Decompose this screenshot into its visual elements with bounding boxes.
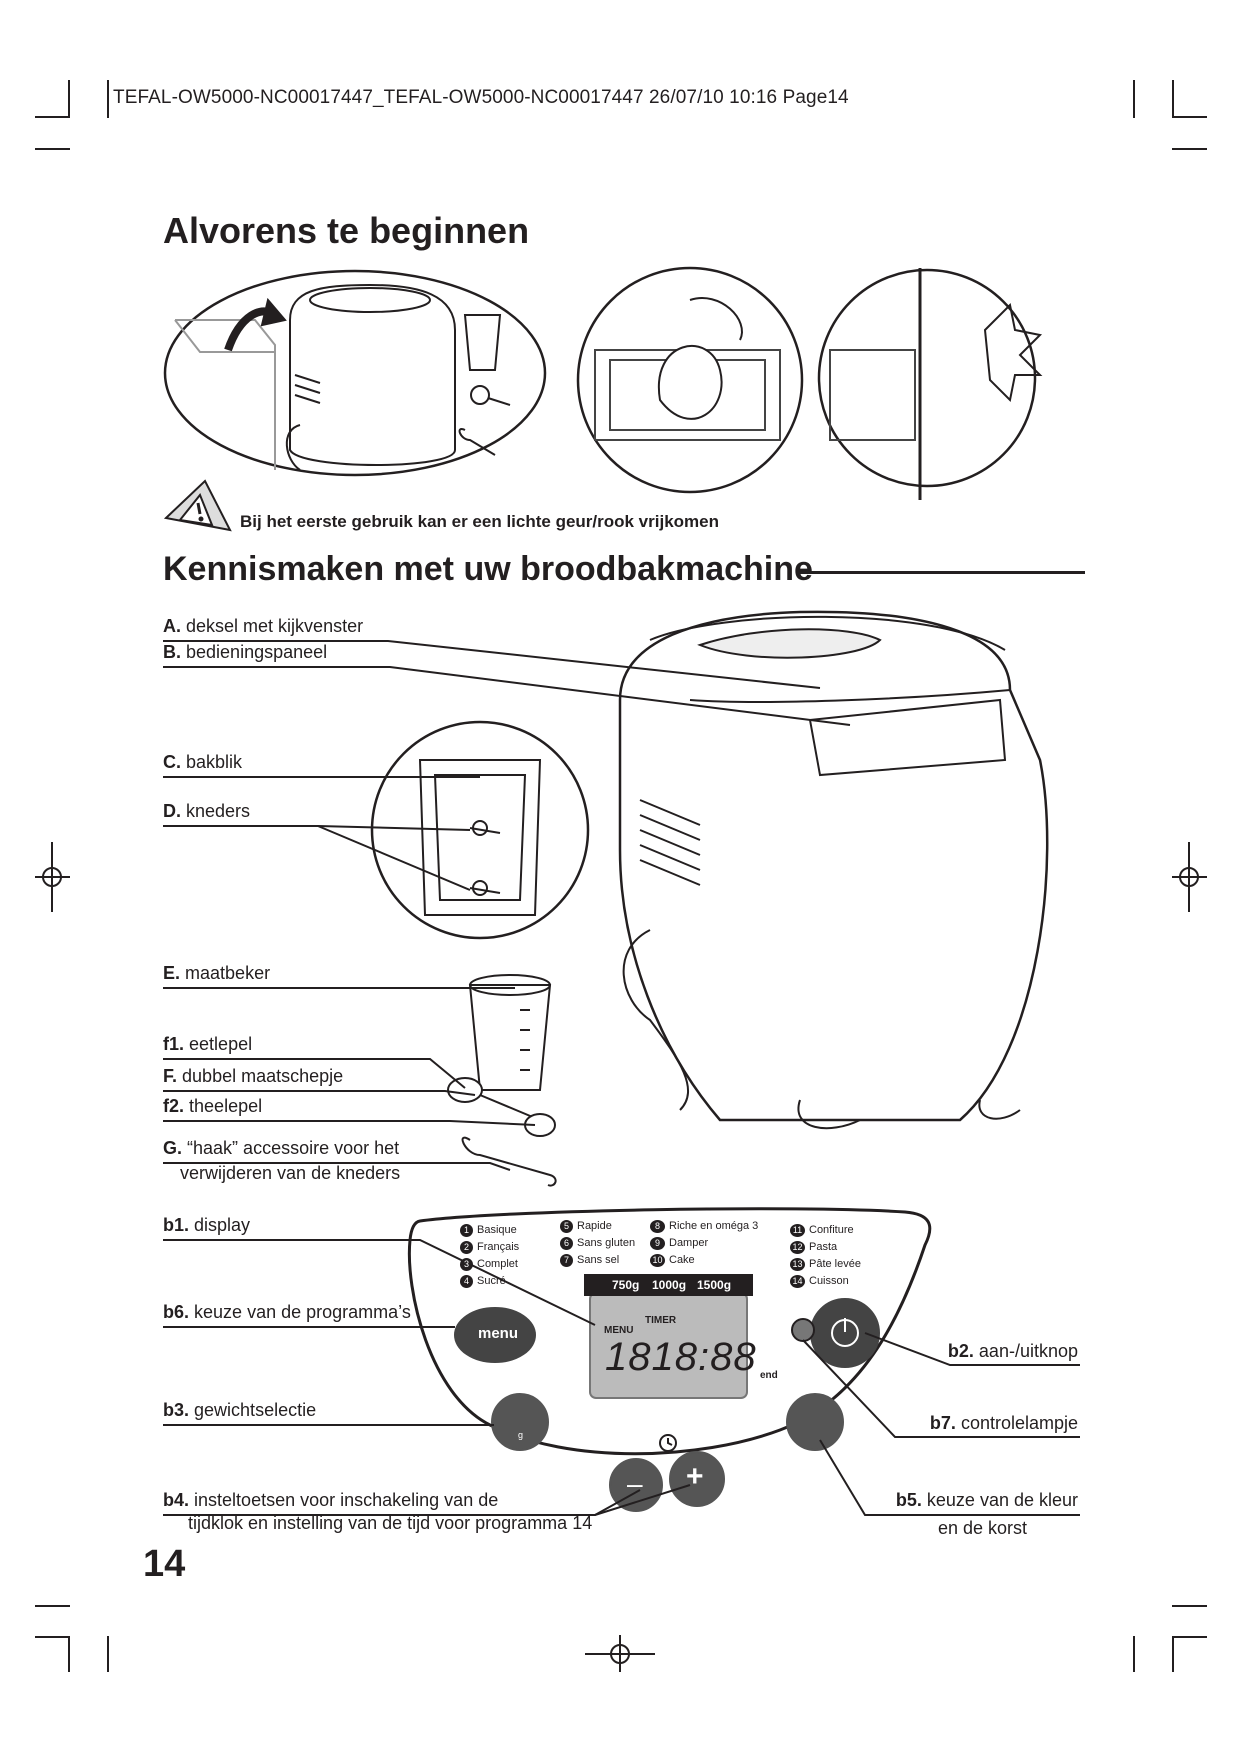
wash-pan-illustration [576,266,804,494]
plus-button-shape [669,1451,725,1507]
weight-1000: 1000g [652,1278,687,1292]
measuring-spoon-illustration [447,1077,556,1137]
lcd-digits: 1818:88 [605,1335,757,1379]
registration-mark-left [35,842,70,912]
weight-750: 750g [612,1278,640,1292]
weight-bar [584,1274,753,1296]
unboxing-illustration [163,269,547,477]
section-title-get-to-know: Kennismaken met uw broodbakmachine [163,550,813,588]
bread-machine-illustration [618,610,1049,1130]
registration-mark-right [1172,842,1207,912]
title-rule [800,571,1085,574]
menu-display-label: MENU [604,1325,634,1336]
minus-button[interactable]: – [627,1468,643,1499]
indicator-lamp [791,1318,815,1342]
power-button-shape [810,1298,880,1368]
label-f2: f2. theelepel [163,1096,263,1116]
label-b7: b7. controlelampje [929,1413,1078,1433]
crop-mark [1172,148,1207,150]
label-F: F. dubbel maatschepje [163,1066,344,1086]
crop-mark [68,80,70,118]
crop-mark [1172,116,1207,118]
crust-button-shape [786,1393,844,1451]
crop-mark [35,1636,70,1638]
label-b2: b2. aan-/uitknop [947,1341,1078,1361]
section-title-before-start: Alvorens te beginnen [163,210,530,251]
label-B: B. bedieningspaneel [163,642,328,662]
registration-mark-bottom [585,1635,655,1672]
crop-mark [1133,1636,1135,1672]
label-G-line2: verwijderen van de kneders [180,1163,401,1183]
end-label: end [760,1370,778,1381]
label-C: C. bakblik [163,752,243,772]
label-b3: b3. gewichtselectie [163,1400,317,1420]
label-b1: b1. display [163,1215,251,1235]
crop-mark [1133,80,1135,118]
label-b4: b4. insteltoetsen voor inschakeling van … [163,1490,499,1510]
label-b5-line2: en de korst [938,1518,1028,1538]
weight-button[interactable]: g [518,1430,524,1440]
baking-pan-illustration [370,720,590,940]
warning-icon [163,479,232,532]
dry-pan-illustration [817,268,1037,488]
label-G: G. “haak” accessoire voor het [163,1138,400,1158]
crop-mark [35,148,70,150]
label-f1: f1. eetlepel [163,1034,253,1054]
crop-mark [107,1636,109,1672]
label-D: D. kneders [163,801,251,821]
crop-mark [1172,80,1174,118]
crop-mark [1172,1605,1207,1607]
label-A: A. deksel met kijkvenster [163,616,364,636]
plus-button[interactable]: + [686,1460,704,1493]
crop-mark [107,80,109,118]
weight-1500: 1500g [697,1278,732,1292]
warning-text: Bij het eerste gebruik kan er een lichte… [240,512,719,531]
crop-mark [1172,1636,1174,1672]
weight-button-shape [491,1393,549,1451]
label-b4-line2: tijdklok en instelling van de tijd voor … [188,1513,593,1533]
crop-mark [35,1605,70,1607]
label-b5: b5. keuze van de kleur [895,1490,1078,1510]
page-number: 14 [143,1543,186,1585]
hook-accessory-illustration [461,1136,557,1187]
measuring-cup-illustration [468,984,552,1091]
menu-button-shape [454,1307,536,1363]
crop-mark [68,1636,70,1672]
timer-label: TIMER [645,1315,677,1326]
clock-icon [659,1434,677,1452]
print-slug: TEFAL-OW5000-NC00017447_TEFAL-OW5000-NC0… [113,87,849,108]
menu-button[interactable]: menu [478,1325,519,1342]
label-b6: b6. keuze van de programma’s [163,1302,411,1322]
crop-mark [1172,1636,1207,1638]
label-E: E. maatbeker [163,963,271,983]
crop-mark [35,116,70,118]
